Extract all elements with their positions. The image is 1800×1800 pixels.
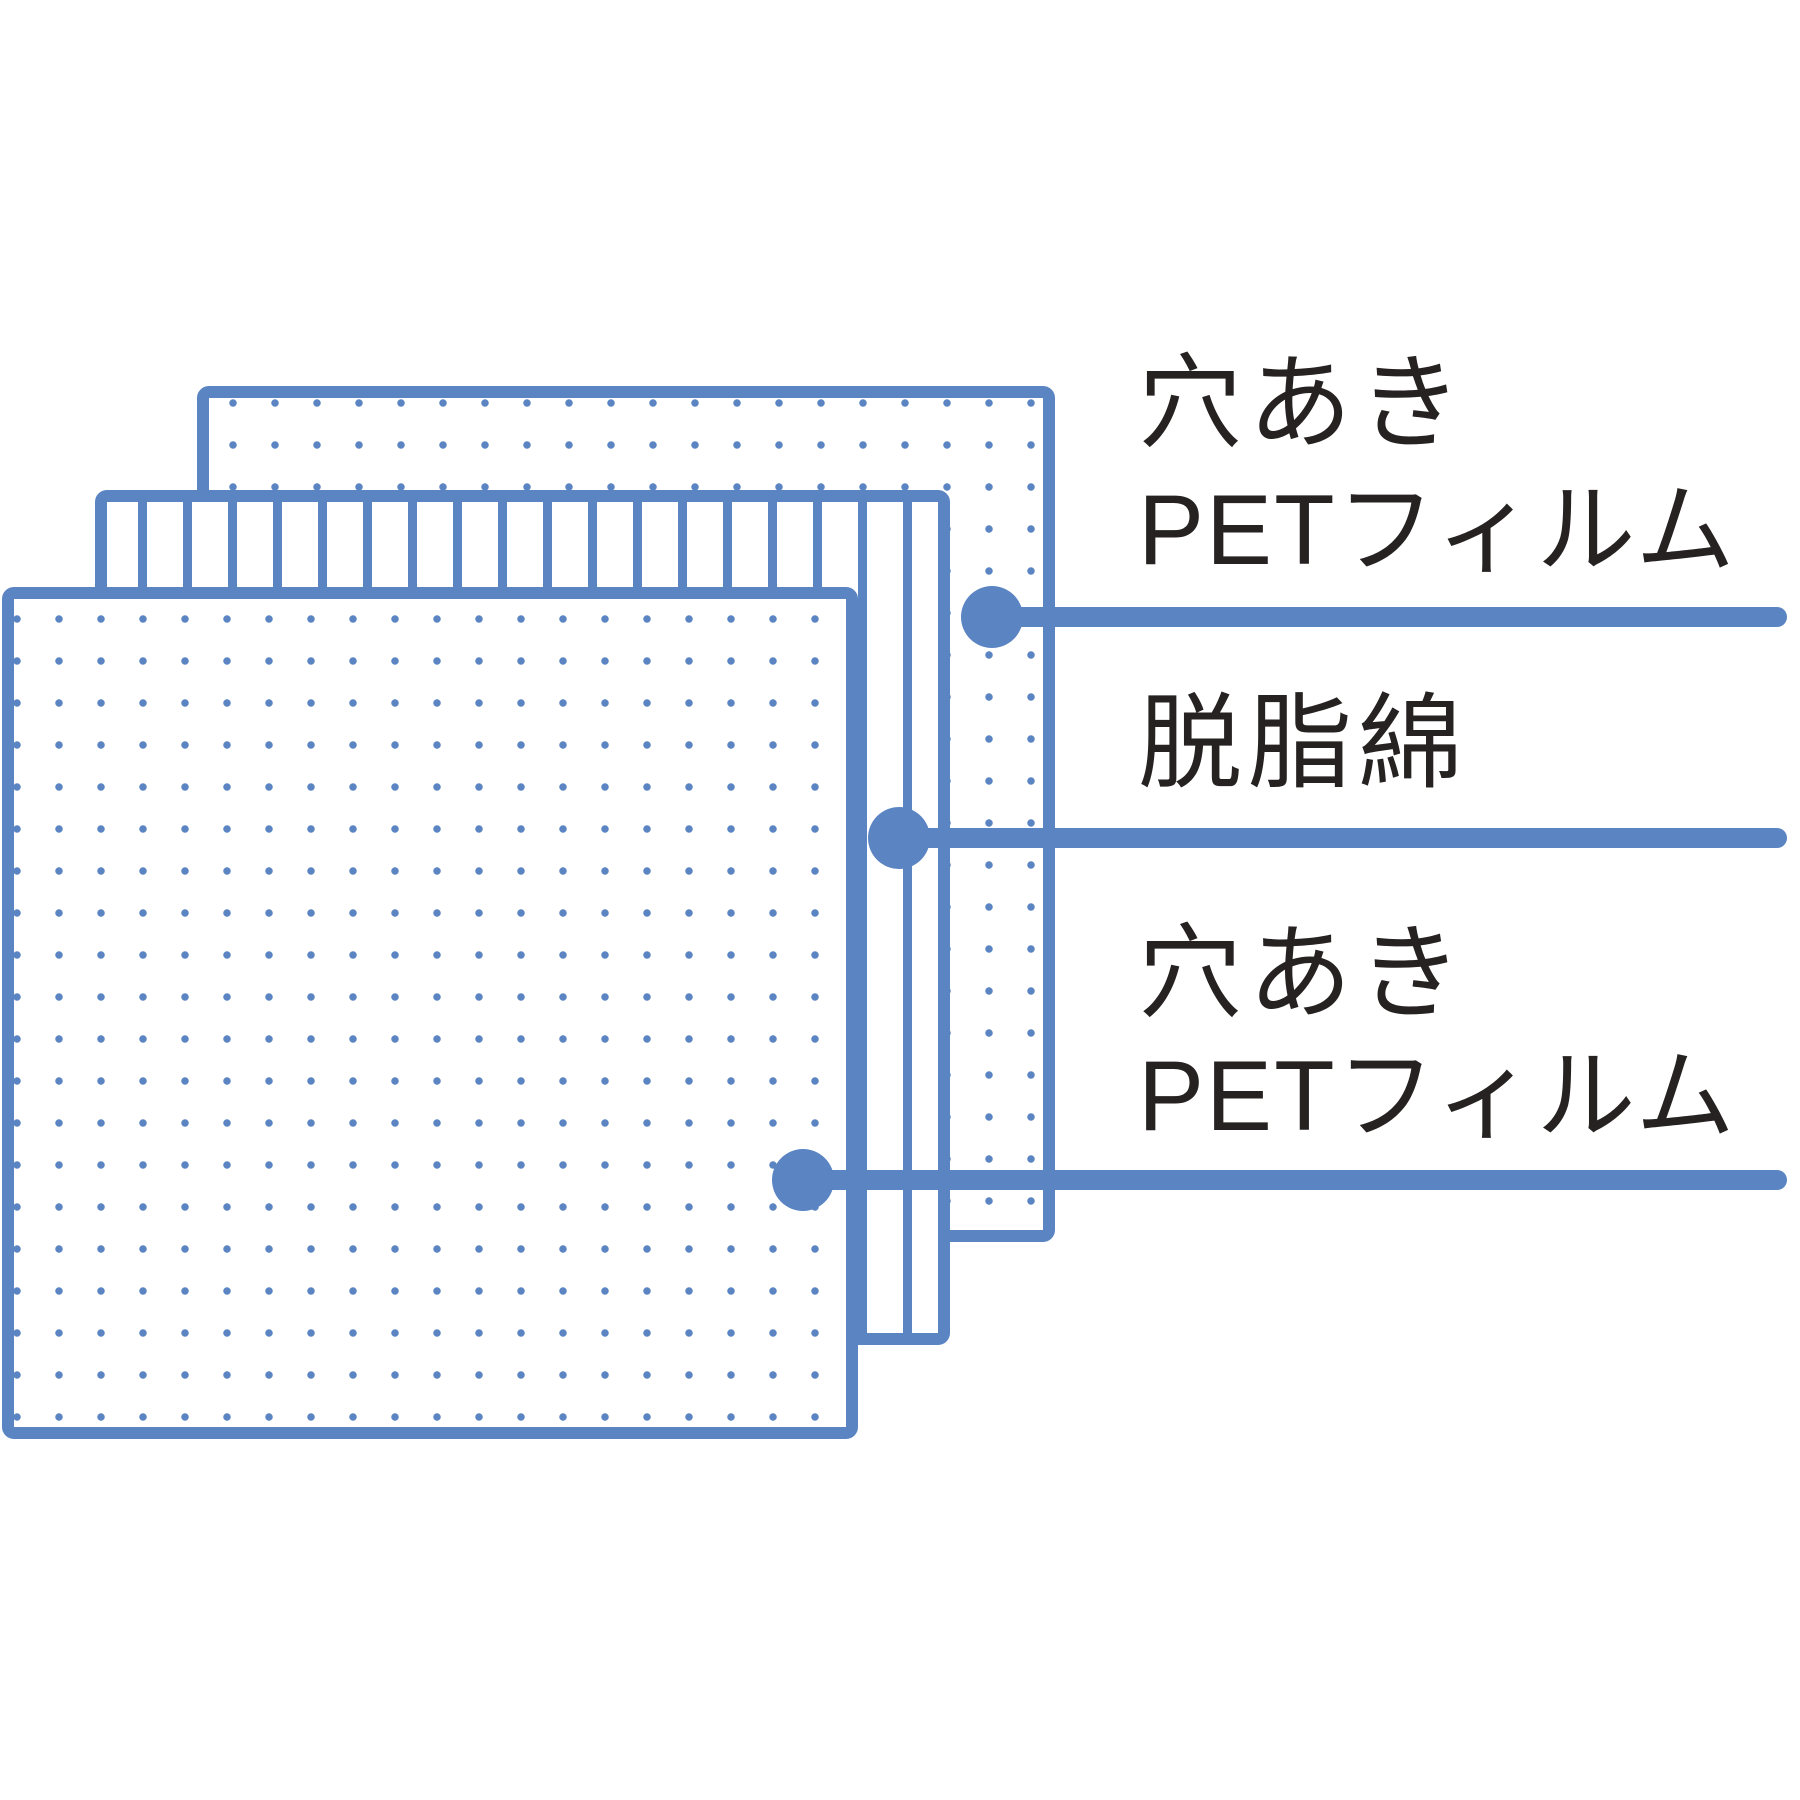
layer-front-perforated-pet-film xyxy=(2,587,858,1439)
callout-leader-line-top xyxy=(992,607,1787,627)
callout-leader-line-bottom xyxy=(803,1170,1787,1190)
label-bottom-film-line1: 穴あき xyxy=(1138,916,1469,1032)
label-cotton: 脱脂綿 xyxy=(1138,686,1469,802)
callout-dot-top xyxy=(961,586,1023,648)
callout-dot-middle xyxy=(868,807,930,869)
label-top-film-line2: PETフィルム xyxy=(1138,474,1737,585)
callout-dot-bottom xyxy=(772,1149,834,1211)
label-bottom-film-line2: PETフィルム xyxy=(1138,1040,1737,1151)
label-top-film-line1: 穴あき xyxy=(1138,346,1469,462)
callout-leader-line-middle xyxy=(899,828,1787,848)
